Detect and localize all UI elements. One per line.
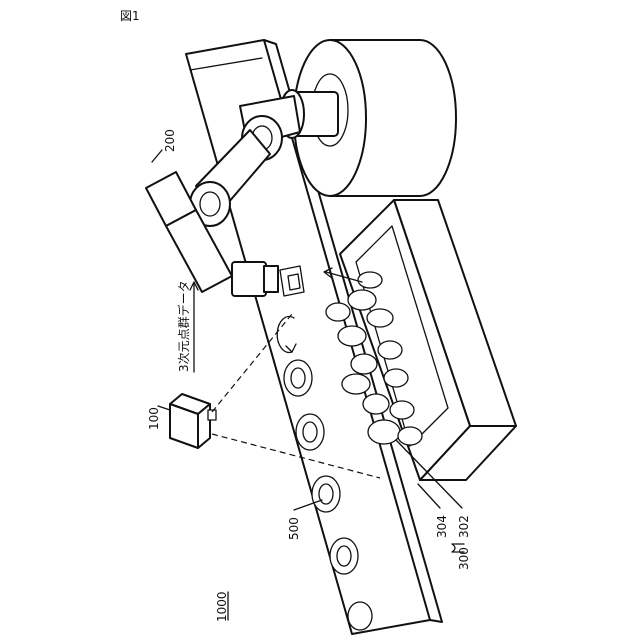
robot-label: 200 (163, 129, 177, 152)
workpiece-a-label: 302 (457, 515, 471, 538)
camera (170, 394, 216, 448)
camera-label: 100 (147, 407, 161, 430)
robot-leader (152, 150, 162, 162)
container-label: 300 (457, 547, 471, 570)
data-flow-label: 3次元点群データ (176, 280, 191, 372)
figure-label: 図1 (120, 9, 140, 23)
workpiece-b-label: 304 (435, 515, 449, 538)
system-label: 1000 (215, 591, 229, 622)
conveyor-label: 500 (287, 517, 301, 540)
workpiece-b-leader (418, 484, 440, 508)
